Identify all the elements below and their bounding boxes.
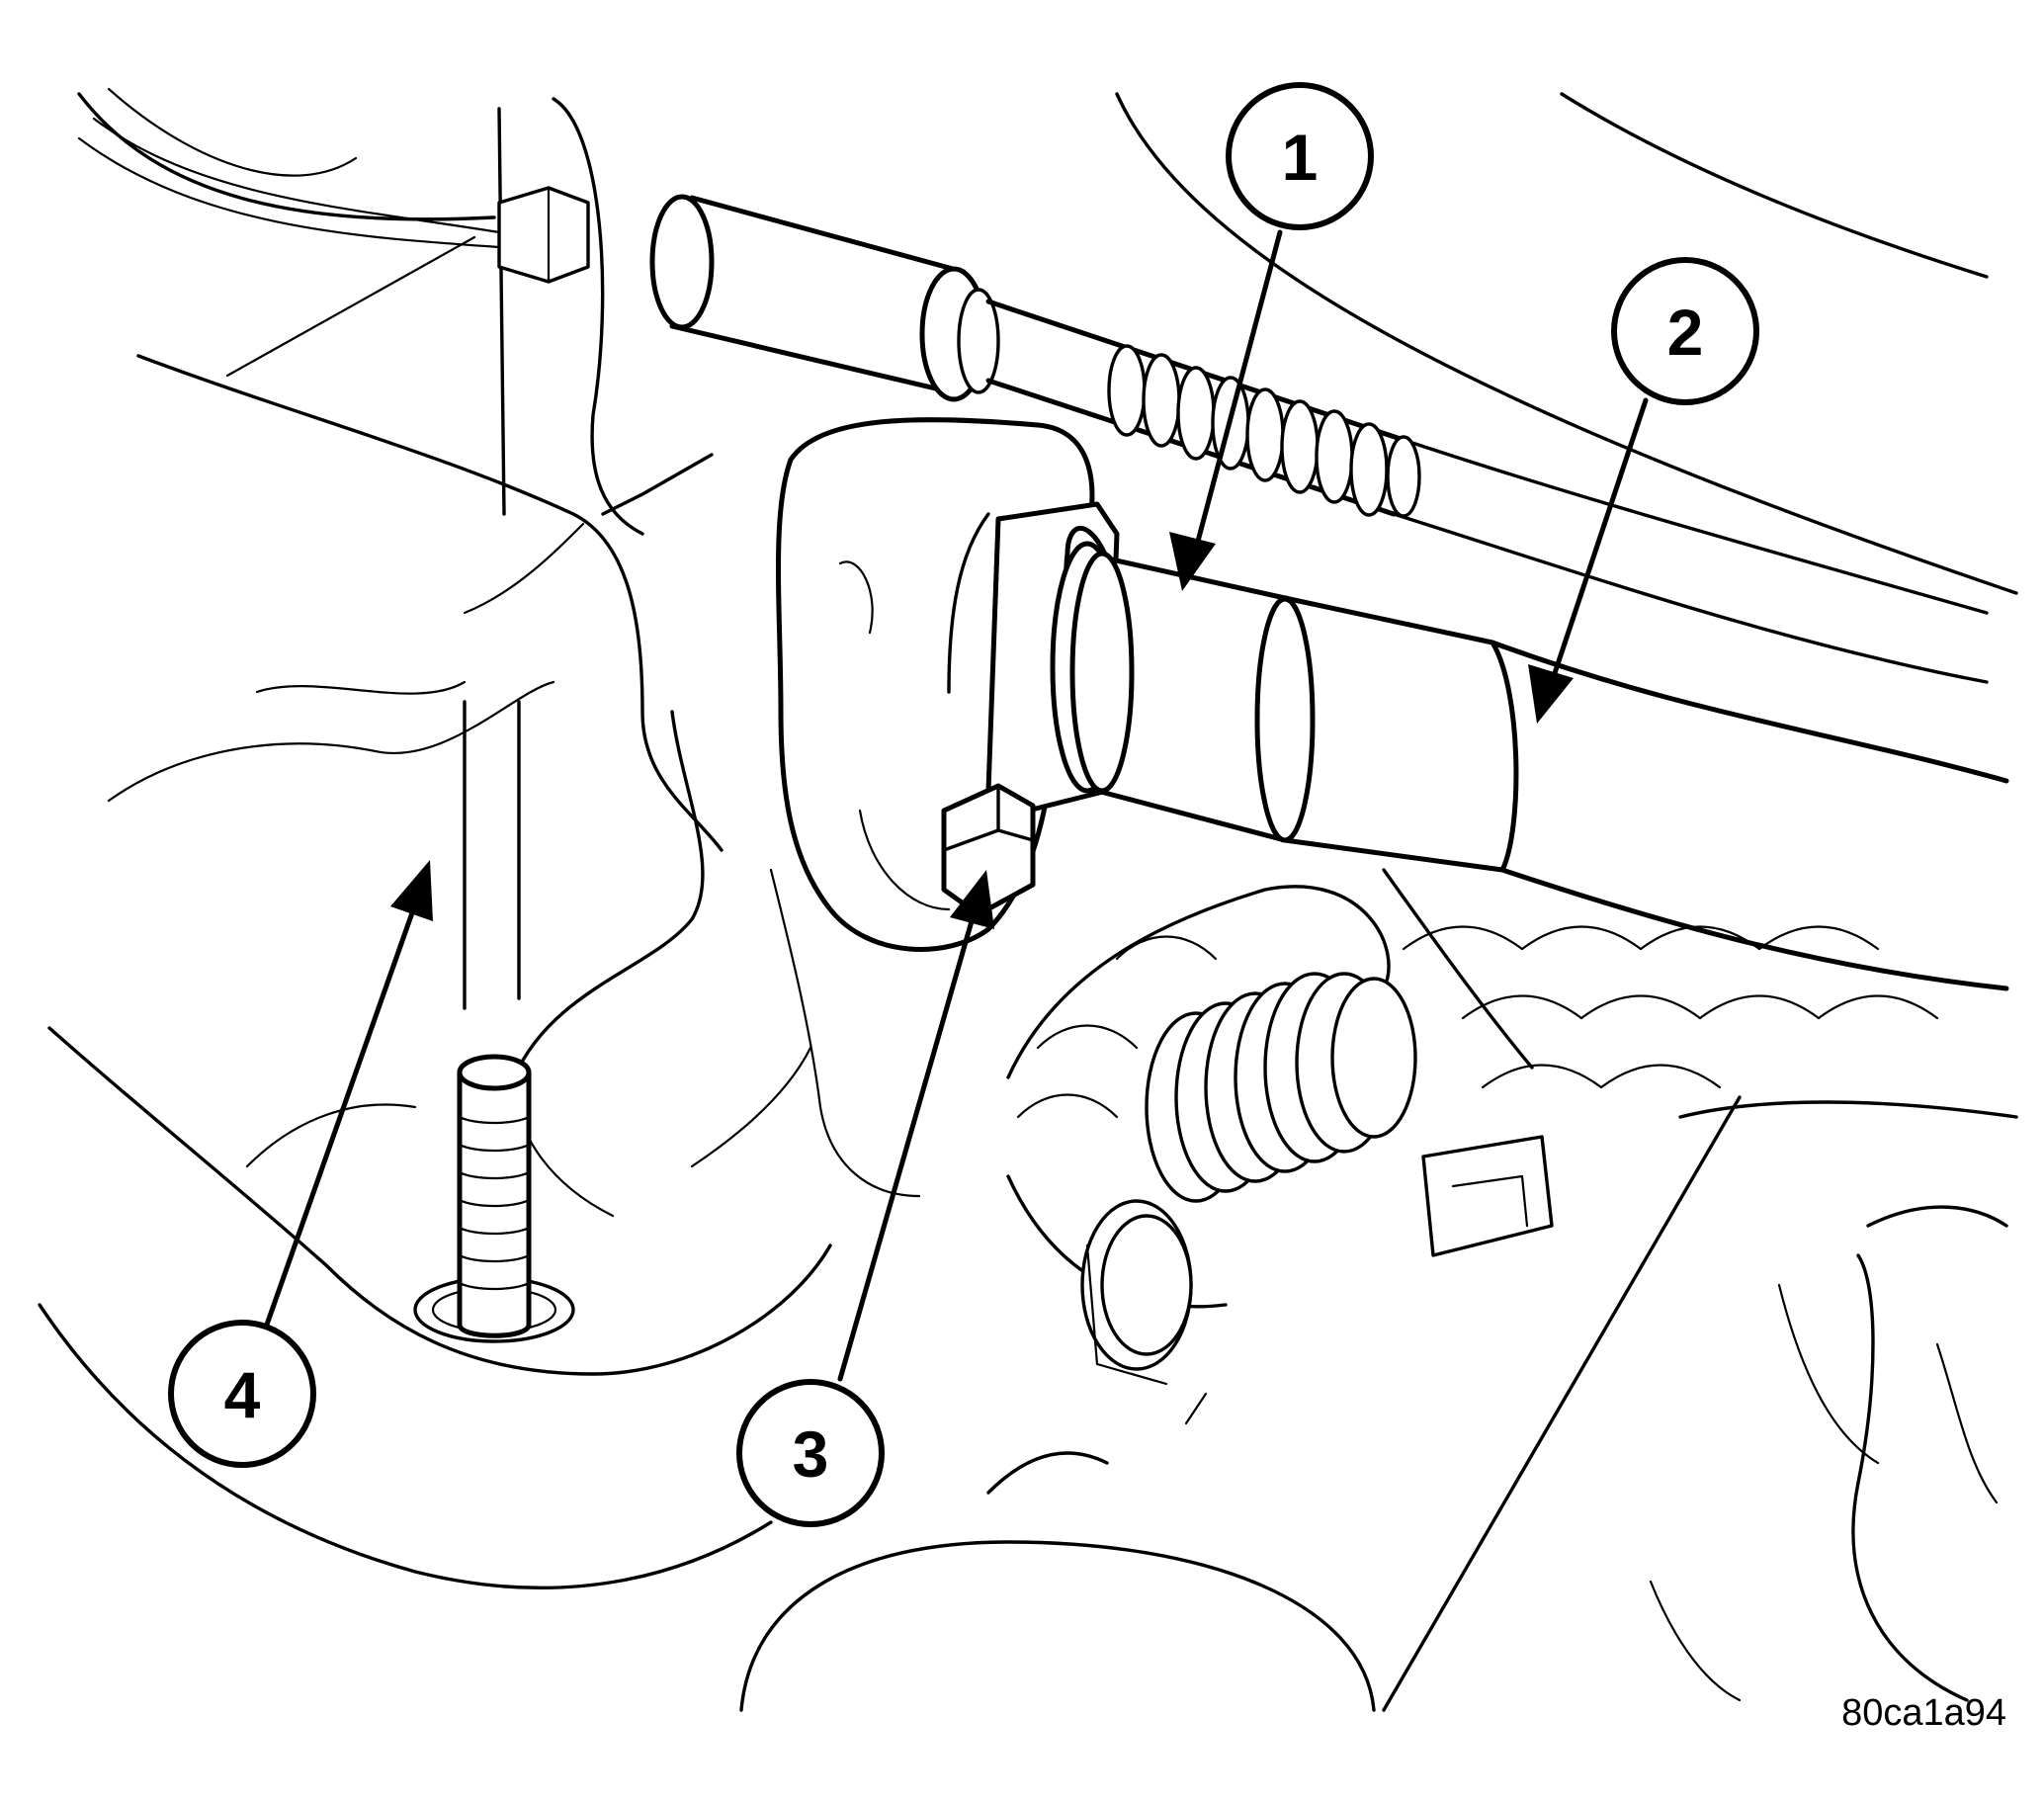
threaded-stud <box>413 1054 575 1343</box>
callout-3-arrowhead <box>950 870 994 929</box>
callout-2-leader <box>1549 397 1649 685</box>
lower-housing <box>739 1451 1376 1712</box>
callout-1-arrowhead <box>1169 532 1216 591</box>
callout-4-leader <box>264 901 418 1328</box>
callout-2: 2 <box>1611 257 1759 405</box>
figure-id: 80ca1a94 <box>1841 1692 2006 1734</box>
callout-1: 1 <box>1226 82 1374 230</box>
mount-body <box>38 87 921 1589</box>
surface-texture <box>1016 925 1939 1119</box>
callout-1-number: 1 <box>1282 121 1319 194</box>
callout-2-arrowhead <box>1528 664 1574 724</box>
upper-cable <box>649 194 1989 684</box>
leader-arrows <box>264 229 1649 1382</box>
cable-housing <box>1050 525 2009 991</box>
right-structure <box>1115 92 2018 1712</box>
callout-1-leader <box>1193 229 1283 552</box>
callout-3: 3 <box>736 1379 885 1527</box>
rubber-boot <box>1006 885 1554 1425</box>
callout-3-leader <box>837 911 977 1382</box>
callout-4: 4 <box>168 1320 316 1468</box>
callout-4-number: 4 <box>224 1358 261 1431</box>
callout-4-arrowhead <box>390 860 433 921</box>
callout-2-number: 2 <box>1667 296 1704 369</box>
wire-connector <box>77 117 590 284</box>
callout-3-number: 3 <box>793 1417 829 1491</box>
